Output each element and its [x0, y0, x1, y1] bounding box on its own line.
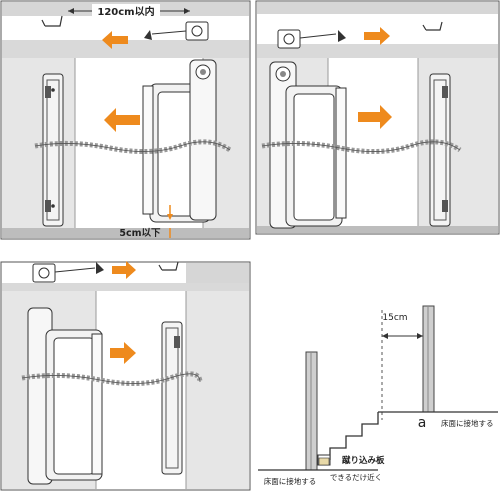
- as-close-label: できるだけ近く: [330, 472, 382, 482]
- kickplate-label: 蹴り込み板: [342, 455, 385, 466]
- move-arrow-icon: [102, 31, 128, 49]
- panel-4: 15cm a 床面に接地する 蹴り込み板 床面に接地する できるだけ近く: [258, 305, 498, 486]
- point-a-label: a: [418, 415, 427, 431]
- gap-label: 5cm以下: [119, 228, 161, 239]
- dimension-label: 15cm: [382, 313, 407, 323]
- panel-1: 120cm以内 5cm以下: [0, 0, 251, 240]
- floor-contact-right-label: 床面に接地する: [441, 418, 494, 428]
- floor-contact-left-label: 床面に接地する: [264, 476, 317, 486]
- hook-icon: [41, 15, 63, 27]
- panel-3: [0, 261, 251, 491]
- width-label: 120cm以内: [97, 5, 154, 18]
- panel-2: [255, 0, 500, 235]
- stairs: [329, 412, 379, 460]
